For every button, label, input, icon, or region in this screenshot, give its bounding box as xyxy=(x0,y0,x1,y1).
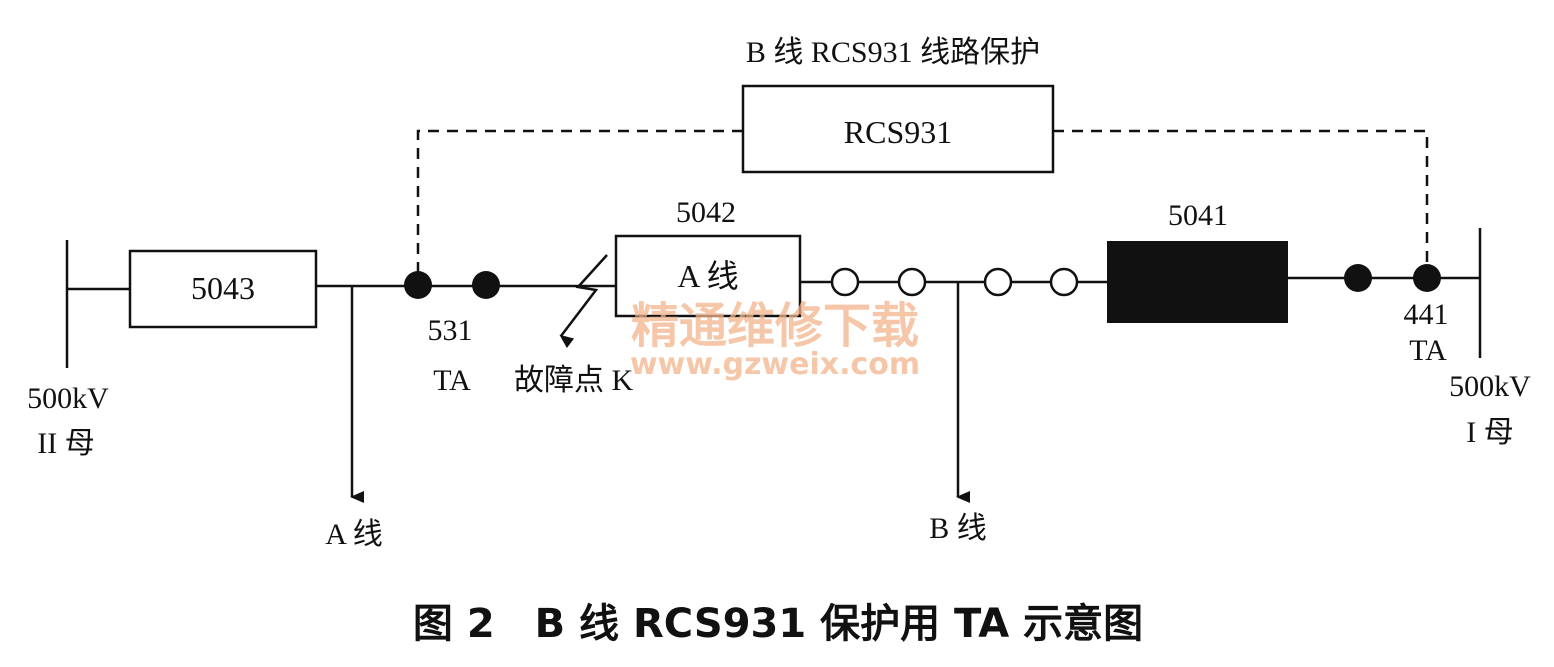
watermark-url: www.gzweix.com xyxy=(630,347,920,382)
bus-ii-name: II 母 xyxy=(37,427,94,460)
fault-point-label: 故障点 K xyxy=(514,364,633,397)
ct-hollow-3 xyxy=(983,267,1013,297)
ct-hollow-2 xyxy=(897,267,927,297)
ct-hollow-4 xyxy=(1049,267,1079,297)
ta441-ct-dot-1 xyxy=(1344,264,1372,292)
breaker-5043-box xyxy=(128,249,318,329)
breaker-5041-box xyxy=(1107,241,1288,323)
b-line-label: B 线 xyxy=(929,512,987,545)
ta441-ct-dot-2 xyxy=(1413,264,1441,292)
bus-i-name: I 母 xyxy=(1466,416,1514,449)
ta441-number: 441 xyxy=(1404,298,1449,331)
relay-link-left-dashed xyxy=(416,129,743,285)
ta531-number: 531 xyxy=(428,314,473,347)
ta531-ct-dot-2 xyxy=(472,271,500,299)
fault-point-k-indicator xyxy=(559,254,608,349)
breaker-5042-box xyxy=(614,234,802,318)
breaker-5041-number: 5041 xyxy=(1168,199,1228,232)
figure-caption: 图 2 B 线 RCS931 保护用 TA 示意图 xyxy=(413,601,1143,647)
breaker-5043-label: 5043 xyxy=(191,270,255,306)
breaker-5042-label: A 线 xyxy=(677,258,738,294)
ta531-ct-dot-1 xyxy=(404,271,432,299)
watermark-cn: 精通维修下载 xyxy=(631,298,919,354)
ta531-name: TA xyxy=(433,364,471,397)
ct-hollow-1 xyxy=(830,267,860,297)
rcs931-relay-label: RCS931 xyxy=(844,114,952,150)
bus-ii-voltage: 500kV xyxy=(27,382,109,415)
breaker-5042-number: 5042 xyxy=(676,196,736,229)
bus-i-voltage: 500kV xyxy=(1449,370,1531,403)
protection-title: B 线 RCS931 线路保护 xyxy=(746,36,1040,69)
relay-link-right-dashed xyxy=(1053,129,1429,278)
ta441-name: TA xyxy=(1409,334,1447,367)
rcs931-relay-box xyxy=(741,84,1055,174)
a-line-label: A 线 xyxy=(325,518,383,551)
